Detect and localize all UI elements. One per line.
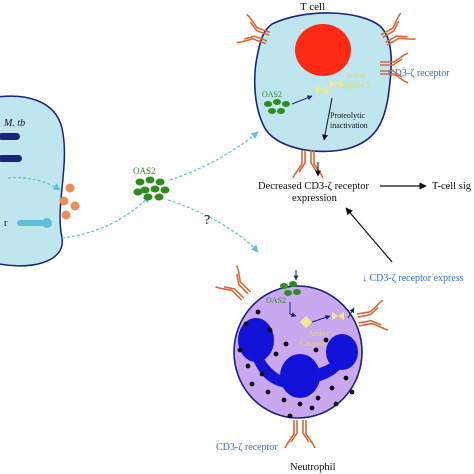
mtb-bacillus-1 xyxy=(0,133,20,140)
uptake-arrow-neutrophil xyxy=(167,199,259,253)
neutrophil-label: Neutrophil xyxy=(290,462,336,473)
orange-particle xyxy=(59,196,69,206)
caspase-neut-label-2: Caspase 3 xyxy=(300,339,332,348)
mtb-label: M. tb xyxy=(3,118,25,129)
neutrophil-granules xyxy=(237,309,355,419)
caspase-tcell-label-1: Active xyxy=(345,71,367,80)
proteolytic-label-2: inactivation xyxy=(330,121,368,130)
left-cell-letter: r xyxy=(4,218,8,229)
decreased-expression-label-1: Decreased CD3-ζ receptor xyxy=(258,181,370,192)
t-cell-label: T cell xyxy=(300,1,325,13)
neutrophil: OAS2 Active Caspase 3 xyxy=(214,264,389,449)
caspase-tcell-label-2: Caspase 3 xyxy=(338,81,370,90)
t-cell: T cell OAS2 Active Caspase 3 Proteolytic… xyxy=(235,1,417,179)
t-cell-nucleus xyxy=(295,24,351,76)
orange-particle xyxy=(65,183,75,193)
caspase-neut-label-1: Active xyxy=(308,329,330,338)
oas2-free-label: OAS2 xyxy=(133,166,156,176)
secretion-arrow xyxy=(61,195,151,239)
neutrophil-right-receptor xyxy=(354,299,389,336)
cd3-receptor-top-label: CD3-ζ receptor xyxy=(388,68,450,79)
down-cd3-expression-label: ↓ CD3-ζ receptor express xyxy=(362,273,464,284)
decreased-expression-label-2: expression xyxy=(292,193,338,204)
question-mark: ? xyxy=(204,213,210,228)
mtb-bacillus-2 xyxy=(0,155,22,162)
uptake-arrow-tcell xyxy=(169,131,259,181)
caspase-tcell xyxy=(316,86,328,94)
caspase-neutrophil xyxy=(300,316,312,328)
orange-particle xyxy=(61,210,71,220)
oas2-tcell-label: OAS2 xyxy=(262,90,282,99)
orange-particle xyxy=(70,201,80,211)
cd3-receptor-bottom-label: CD3-ζ receptor xyxy=(216,442,278,453)
oas2-neutrophil-label: OAS2 xyxy=(266,296,286,305)
neutrophil-bottom-receptor xyxy=(284,419,316,449)
tcell-signaling-label: T-cell sig xyxy=(432,181,472,192)
infected-macrophage: M. tb r xyxy=(0,95,80,267)
oas2-free-cluster: OAS2 xyxy=(133,166,170,201)
neutrophil-nucleus xyxy=(238,318,358,398)
proteolytic-label-1: Proteolytic xyxy=(330,111,366,120)
